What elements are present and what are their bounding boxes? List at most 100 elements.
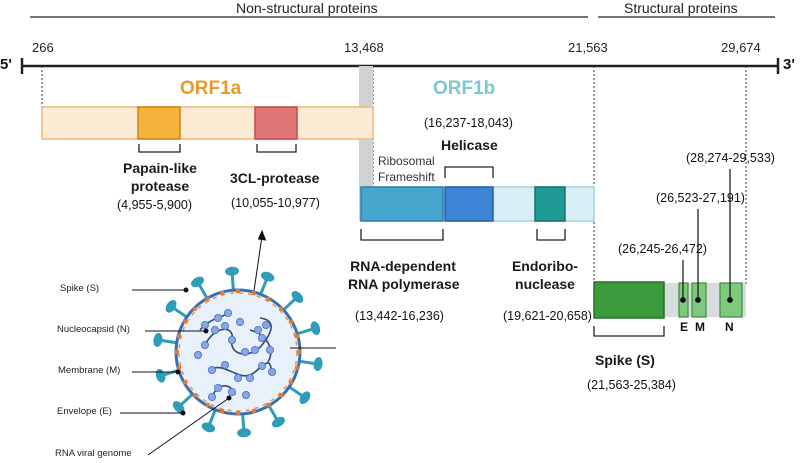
virion-spike-stem [282, 298, 296, 311]
position-21563: 21,563 [568, 40, 608, 55]
endo-range: (19,621-20,658) [503, 309, 592, 323]
genome-axis [20, 58, 780, 74]
legend-spike: Spike (S) [60, 283, 100, 294]
virion-spike-head [237, 428, 252, 438]
virion-membrane-protein [279, 306, 284, 311]
virion-nucleoprotein [240, 347, 249, 356]
virion-membrane-protein [236, 289, 240, 293]
position-29674: 29,674 [721, 40, 761, 55]
virion-membrane-protein [266, 297, 271, 302]
virion-nucleoprotein [213, 383, 222, 392]
e-gene-range: (26,245-26,472) [618, 242, 707, 256]
virion-spike-stem [267, 404, 278, 420]
frameshift-region [359, 66, 373, 221]
endoribonuclease-block [534, 186, 566, 222]
virion-spike-head [291, 290, 304, 303]
non-structural-header: Non-structural proteins [236, 0, 378, 16]
spike-label: Spike (S) [595, 352, 655, 368]
rdrp-range: (13,442-16,236) [355, 309, 444, 323]
virion-spike-head [299, 391, 311, 404]
virion-membrane-protein [177, 365, 182, 370]
virion-spike-head [153, 332, 163, 347]
virion-nucleoprotein [207, 365, 216, 374]
virion-membrane-protein [279, 393, 284, 398]
virion-nucleoprotein [253, 325, 262, 334]
papain-range: (4,955-5,900) [117, 198, 193, 212]
m-gene-range: (26,523-27,191) [656, 191, 745, 205]
virion-nucleoprotein [245, 373, 254, 382]
virion-nucleoprotein [235, 317, 244, 326]
virion-spike-head [224, 266, 239, 276]
virion-spike-head [165, 300, 177, 313]
virion-membrane-protein [297, 350, 301, 354]
gene-leader-lines [680, 169, 733, 303]
virion-spike-head [201, 422, 216, 433]
legend-nucleocapsid: Nucleocapsid (N) [57, 324, 130, 335]
legend-membrane: Membrane (M) [58, 365, 121, 376]
virion-nucleoprotein [210, 325, 219, 334]
e-gene-letter: E [680, 320, 689, 334]
endo-label: Endoribo- nuclease [500, 257, 590, 293]
n-gene-range: (28,274-29,533) [686, 151, 775, 165]
virion-nucleoprotein [207, 392, 216, 401]
virion-membrane-protein [288, 319, 293, 324]
virion-spike-head [191, 276, 204, 288]
frameshift-line2: Frameshift [378, 170, 435, 184]
rdrp-label: RNA-dependent RNA polymerase [348, 257, 460, 293]
virion-spike-head [172, 401, 185, 414]
virion-membrane-protein [192, 306, 197, 311]
virion-nucleoprotein [233, 373, 242, 382]
virion-nucleoprotein [265, 345, 274, 354]
orf1b-title: ORF1b [433, 78, 496, 99]
virion-spike-head [155, 369, 166, 383]
virion-membrane-protein [294, 365, 299, 370]
virion-spike-stem [241, 413, 246, 429]
virion-membrane-protein [183, 319, 188, 324]
virion-spike-head [260, 271, 275, 282]
five-prime-label: 5' [0, 56, 12, 73]
spike-range: (21,563-25,384) [587, 378, 676, 392]
virion-nucleoprotein [220, 360, 229, 369]
virion-illustration [153, 266, 336, 438]
helicase-block [444, 186, 494, 222]
virion-legend-lines [120, 287, 232, 456]
spike-block [593, 281, 665, 319]
virion-nucleoprotein [250, 345, 259, 354]
virion-nucleoprotein [223, 308, 232, 317]
virion-membrane-protein [251, 408, 256, 413]
virion-spike-stem [198, 284, 209, 300]
virion-nucleoprotein [257, 333, 266, 342]
virion-membrane-protein [183, 380, 188, 385]
virion-spike-stem [296, 327, 313, 336]
3cl-protease-block [254, 106, 298, 140]
virion-membrane-protein [294, 334, 299, 339]
virion-nucleoprotein [200, 320, 209, 329]
orf1a-bar [41, 106, 374, 140]
virion-nucleoprotein [227, 387, 236, 396]
helicase-range: (16,237-18,043) [424, 116, 513, 130]
structural-header: Structural proteins [624, 0, 738, 16]
virion-spike-stem [180, 393, 194, 406]
n-gene-letter: N [725, 320, 734, 334]
virion-membrane-protein [205, 297, 210, 302]
virion-nucleoprotein [257, 361, 266, 370]
legend-envelope: Envelope (E) [57, 406, 112, 417]
orf1a-title: ORF1a [180, 78, 242, 99]
virion-membrane-protein [236, 411, 240, 415]
legend-genome: RNA viral genome [55, 448, 132, 459]
virion-nucleoprotein [267, 367, 276, 376]
endo-line1: Endoribo- [511, 258, 579, 274]
protein-brackets [138, 144, 665, 337]
position-13468: 13,468 [344, 40, 384, 55]
rdrp-block [360, 186, 444, 222]
virion-membrane-protein [175, 350, 179, 354]
papain-label-line1: Papain-like [123, 160, 197, 176]
virion-nucleoprotein [220, 321, 229, 330]
endo-line2: nuclease [515, 276, 575, 292]
virion-membrane-protein [251, 291, 256, 296]
m-gene-letter: M [695, 320, 705, 334]
papain-label-line2: protease [130, 178, 190, 194]
virion-spike-head [310, 321, 321, 335]
virion-membrane-protein [266, 402, 271, 407]
